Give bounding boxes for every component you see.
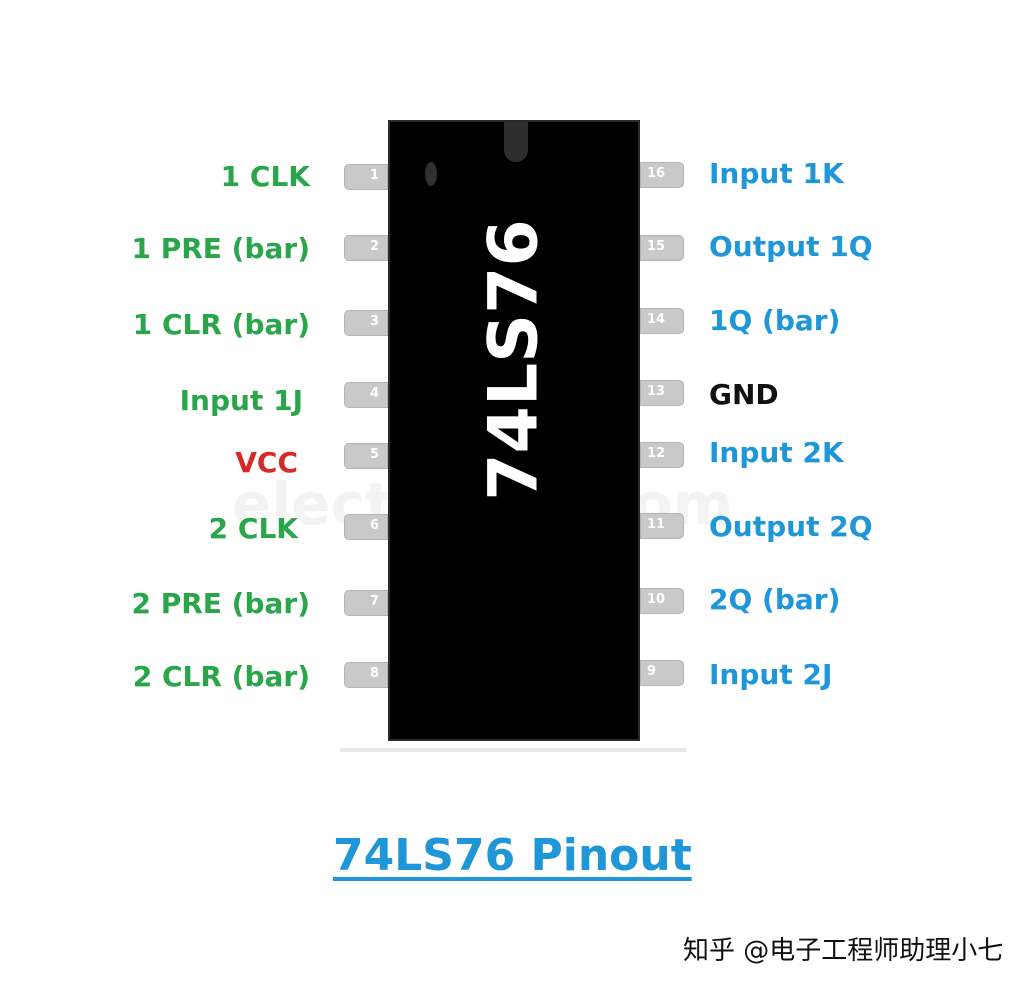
- pin-number: 2: [369, 239, 379, 254]
- chip-shadow-line: [340, 748, 686, 752]
- pin-label-right: 2Q (bar): [709, 583, 841, 616]
- pin-15: 15: [640, 235, 684, 261]
- pin-13: 13: [640, 380, 684, 406]
- pin-3: 3: [344, 310, 388, 336]
- pin-label-right: GND: [709, 378, 779, 411]
- pin-number: 16: [647, 166, 666, 181]
- pin-label-right: 1Q (bar): [709, 304, 841, 337]
- pin-label-left: VCC: [235, 446, 298, 479]
- pin-label-right: Output 2Q: [709, 510, 873, 543]
- pin-number: 6: [369, 518, 379, 533]
- pin-number: 8: [369, 666, 379, 681]
- diagram-title: 74LS76 Pinout: [333, 830, 692, 881]
- pin-number: 15: [647, 239, 666, 254]
- pin-11: 11: [640, 513, 684, 539]
- pin-label-left: 1 PRE (bar): [131, 232, 310, 265]
- pin-label-right: Input 2J: [709, 658, 833, 691]
- chip-part-number: 74LS76: [474, 219, 554, 501]
- source-credit: 知乎 @电子工程师助理小七: [683, 936, 1004, 966]
- pin-number: 14: [647, 312, 666, 327]
- pin-label-left: 2 CLK: [208, 512, 298, 545]
- chip-notch: [504, 122, 528, 162]
- pin-1: 1: [344, 164, 388, 190]
- pin-label-left: 1 CLK: [220, 160, 310, 193]
- pin-number: 4: [369, 386, 379, 401]
- pin-label-right: Output 1Q: [709, 230, 873, 263]
- pin-label-left: Input 1J: [179, 384, 303, 417]
- pin-16: 16: [640, 162, 684, 188]
- pin-14: 14: [640, 308, 684, 334]
- pin-number: 3: [369, 314, 379, 329]
- pin-6: 6: [344, 514, 388, 540]
- pin-number: 1: [369, 168, 379, 183]
- pin-4: 4: [344, 382, 388, 408]
- pin-number: 5: [369, 447, 379, 462]
- pin-number: 12: [647, 446, 666, 461]
- pin-label-left: 1 CLR (bar): [132, 308, 310, 341]
- pin-number: 10: [647, 592, 666, 607]
- pin1-indicator-dot: [425, 162, 437, 186]
- pin-number: 7: [369, 594, 379, 609]
- pin-label-right: Input 2K: [709, 436, 844, 469]
- pin-number: 13: [647, 384, 666, 399]
- pin-12: 12: [640, 442, 684, 468]
- pin-number: 9: [647, 664, 657, 679]
- pin-label-left: 2 CLR (bar): [132, 660, 310, 693]
- pin-label-right: Input 1K: [709, 157, 844, 190]
- pin-2: 2: [344, 235, 388, 261]
- pin-label-left: 2 PRE (bar): [131, 587, 310, 620]
- pin-5: 5: [344, 443, 388, 469]
- pin-8: 8: [344, 662, 388, 688]
- pin-7: 7: [344, 590, 388, 616]
- pin-9: 9: [640, 660, 684, 686]
- ic-chip-body: [388, 120, 640, 741]
- pin-number: 11: [647, 517, 666, 532]
- pin-10: 10: [640, 588, 684, 614]
